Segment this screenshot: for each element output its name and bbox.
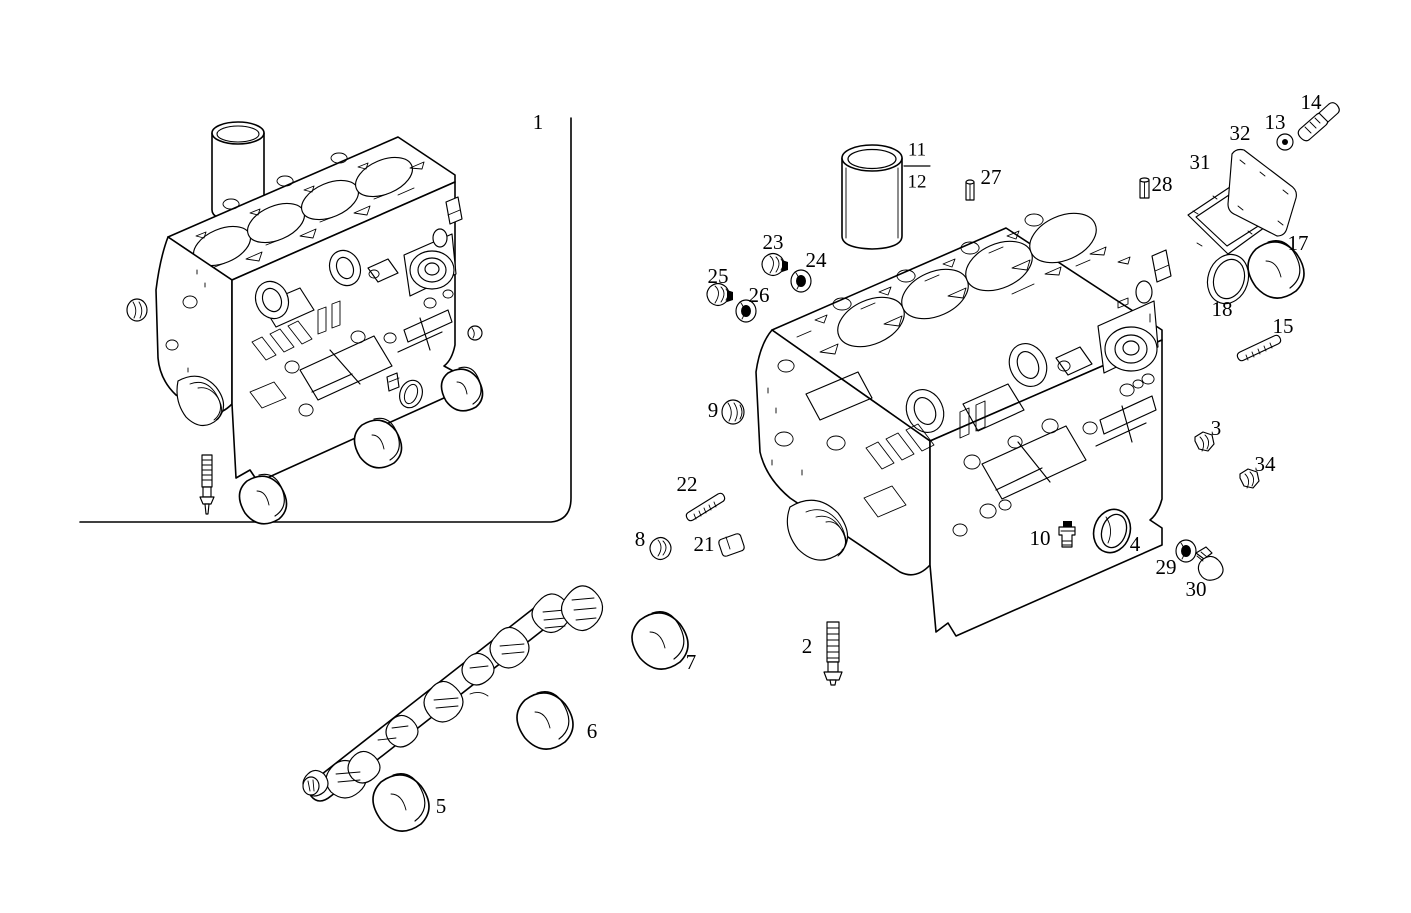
dowel-pin-21 (718, 533, 745, 557)
left-main-bearing-bolt (199, 454, 215, 515)
dowel-sleeve-28 (1139, 177, 1150, 199)
lock-washer-13 (1276, 133, 1294, 151)
left-screw-plug (386, 372, 400, 392)
callout-17: 17 (1288, 231, 1309, 255)
sealing-ring-26 (735, 299, 757, 323)
bearing-bush-17 (1247, 240, 1305, 299)
hex-plug-34 (1239, 468, 1260, 489)
callout-7: 7 (686, 650, 697, 674)
sealing-ring-24 (790, 269, 812, 293)
callout-14: 14 (1301, 90, 1323, 114)
oil-spray-nozzle-30 (1195, 546, 1224, 581)
callout-5: 5 (436, 794, 447, 818)
callout-12: 12 (908, 171, 927, 192)
screw-plug-10 (1058, 521, 1076, 548)
callout-24: 24 (806, 248, 828, 272)
callout-4: 4 (1130, 532, 1141, 556)
callout-32: 32 (1230, 121, 1251, 145)
callout-13: 13 (1265, 110, 1286, 134)
callout-31: 31 (1190, 150, 1211, 174)
left-side-plug (467, 325, 483, 341)
screw-plug-25 (706, 282, 733, 307)
camshaft-group (302, 585, 689, 832)
callout-9: 9 (708, 398, 719, 422)
threaded-stud-15 (1236, 334, 1282, 362)
callout-29: 29 (1156, 555, 1177, 579)
camshaft-lobes (302, 585, 604, 799)
assembly-bracket-line (79, 117, 572, 523)
cylinder-liner-right (841, 144, 903, 250)
left-cylinder-block (155, 136, 463, 483)
callout-22: 22 (677, 472, 698, 496)
sealing-washer-29 (1175, 539, 1197, 563)
camshaft-bearing-bush-7 (631, 611, 689, 670)
callout-18: 18 (1212, 297, 1233, 321)
callout-3: 3 (1211, 416, 1222, 440)
right-cylinder-block (755, 212, 1172, 637)
left-core-plug (126, 298, 148, 322)
callout-34: 34 (1255, 452, 1277, 476)
left-bearing-bush-a (440, 366, 484, 412)
callout-10: 10 (1030, 526, 1051, 550)
callout-30: 30 (1186, 577, 1207, 601)
camshaft-bearing-bush-5 (372, 773, 430, 832)
callout-2: 2 (802, 634, 813, 658)
callout-26: 26 (749, 283, 770, 307)
callout-27: 27 (981, 165, 1002, 189)
seal-ring-4 (1092, 508, 1132, 554)
cheese-head-screw-14 (1297, 102, 1340, 142)
left-assembly-group (79, 117, 572, 525)
sealing-plug-8 (649, 536, 672, 561)
callout-15: 15 (1273, 314, 1294, 338)
dowel-sleeve-27 (965, 179, 975, 201)
callout-11: 11 (908, 139, 926, 160)
left-thrust-washer (399, 379, 423, 409)
callout-21: 21 (694, 532, 715, 556)
callout-6: 6 (587, 719, 598, 743)
hex-plug-3 (1194, 431, 1215, 452)
callout-8: 8 (635, 527, 646, 551)
shim-ring-18 (1206, 253, 1250, 305)
left-bearing-bush-c (238, 473, 288, 525)
callout-23: 23 (763, 230, 784, 254)
core-plug-9 (721, 399, 745, 425)
camshaft-bearing-bush-6 (516, 691, 574, 750)
main-bearing-bolt-2 (823, 621, 843, 686)
left-bearing-bush-b (353, 417, 403, 469)
callout-28: 28 (1152, 172, 1173, 196)
callout-labels: 1 2 3 4 5 6 7 8 9 10 11 12 13 14 15 17 1… (436, 90, 1322, 818)
cover-plate-32 (1227, 148, 1297, 237)
threaded-pin-22 (685, 492, 726, 522)
screw-plug-23 (761, 252, 788, 277)
right-assembly-group (649, 102, 1340, 686)
callout-25: 25 (708, 264, 729, 288)
callout-1: 1 (533, 110, 544, 134)
